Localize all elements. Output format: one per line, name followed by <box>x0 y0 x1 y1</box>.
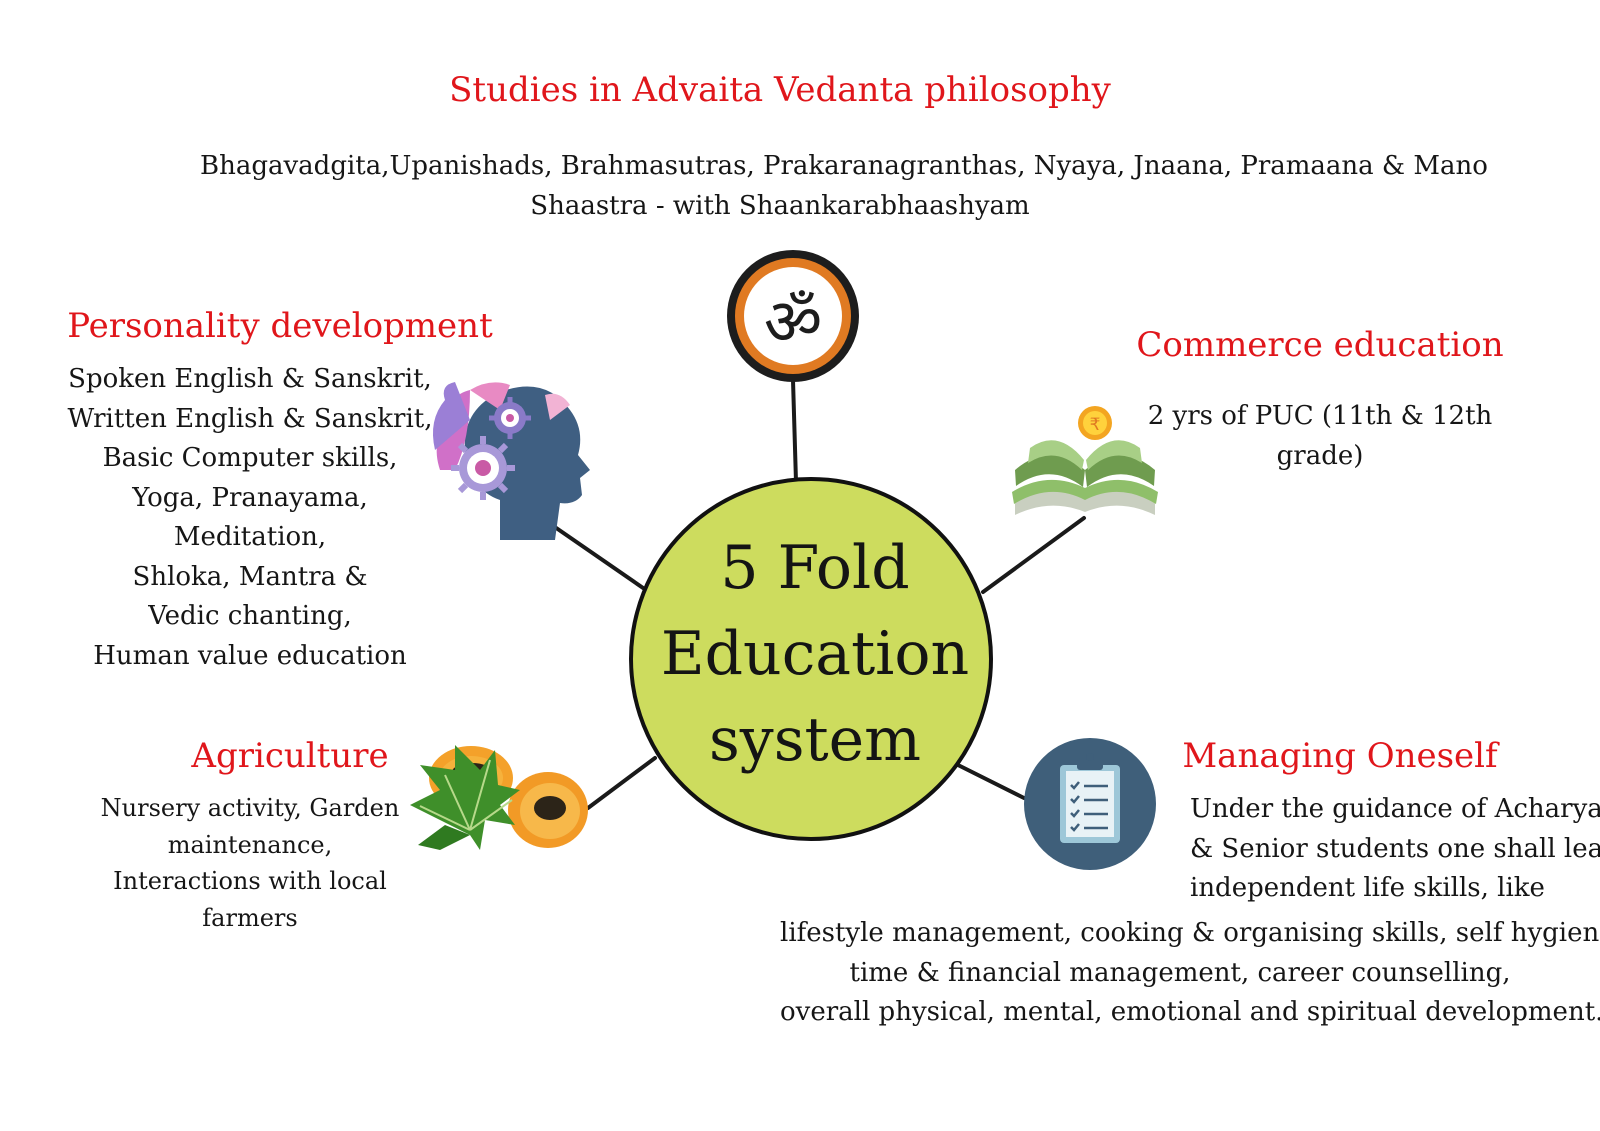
connector-personality <box>547 521 648 592</box>
commerce-description: 2 yrs of PUC (11th & 12th grade) <box>1140 396 1500 476</box>
philosophy-line: Shaastra - with Shaankarabhaashyam <box>530 191 1030 221</box>
managing-description: Under the guidance of Acharyaas & Senior… <box>1190 790 1600 909</box>
personality-item: Human value education <box>93 640 407 671</box>
center-label: 5 Fold Education system <box>630 525 1000 783</box>
clipboard-checklist-icon <box>1024 738 1156 870</box>
managing-skill-line: lifestyle management, cooking & organisi… <box>780 918 1600 948</box>
personality-item: Yoga, Pranayama, <box>132 482 368 513</box>
connector-philosophy <box>791 378 798 484</box>
managing-line: & Senior students one shall learn <box>1190 833 1600 864</box>
agriculture-line: Interactions with local <box>113 867 387 895</box>
personality-item: Meditation, <box>173 522 327 552</box>
managing-skills-list: lifestyle management, cooking & organisi… <box>780 914 1600 1033</box>
center-line: Education <box>660 619 970 689</box>
om-icon: ॐ <box>727 250 859 382</box>
connector-commerce <box>981 516 1086 594</box>
commerce-title: Commerce education <box>1136 325 1504 365</box>
personality-item: Written English & Sanskrit, <box>67 403 433 434</box>
personality-item: Basic Computer skills, <box>102 443 398 473</box>
connector-managing <box>954 762 1026 800</box>
papaya-icon <box>410 745 588 850</box>
personality-title: Personality development <box>67 306 493 346</box>
commerce-line: 2 yrs of PUC (11th & 12th <box>1147 401 1493 431</box>
personality-item: Vedic chanting, <box>148 601 352 631</box>
philosophy-line: Bhagavadgita,Upanishads, Brahmasutras, P… <box>200 151 1488 181</box>
personality-item: Spoken English & Sanskrit, <box>68 364 432 394</box>
agriculture-title: Agriculture <box>191 736 389 776</box>
managing-line: independent life skills, like <box>1190 873 1545 903</box>
center-line: 5 Fold <box>720 533 910 603</box>
agriculture-line: farmers <box>202 903 298 932</box>
svg-text:ॐ: ॐ <box>764 286 822 360</box>
center-circle <box>629 477 993 841</box>
managing-skill-line: time & financial management, career coun… <box>849 957 1511 988</box>
managing-title: Managing Oneself <box>1182 736 1498 776</box>
center-line: system <box>709 705 921 775</box>
agriculture-line: maintenance, <box>167 830 333 859</box>
agriculture-description: Nursery activity, Garden maintenance, In… <box>100 790 400 936</box>
philosophy-title: Studies in Advaita Vedanta philosophy <box>449 70 1111 110</box>
commerce-line: grade) <box>1276 441 1364 471</box>
personality-item: Shloka, Mantra & <box>132 561 368 592</box>
philosophy-description: Bhagavadgita,Upanishads, Brahmasutras, P… <box>200 146 1488 226</box>
connector-agriculture <box>586 756 657 810</box>
managing-line: Under the guidance of Acharyaas <box>1190 794 1600 824</box>
coin-symbol: ₹ <box>1090 415 1101 435</box>
agriculture-line: Nursery activity, Garden <box>100 794 400 822</box>
personality-list: Spoken English & Sanskrit, Written Engli… <box>40 360 460 676</box>
brain-gears-icon <box>432 382 590 540</box>
managing-skill-line: overall physical, mental, emotional and … <box>780 997 1600 1027</box>
money-book-icon: ₹ <box>1012 406 1158 515</box>
